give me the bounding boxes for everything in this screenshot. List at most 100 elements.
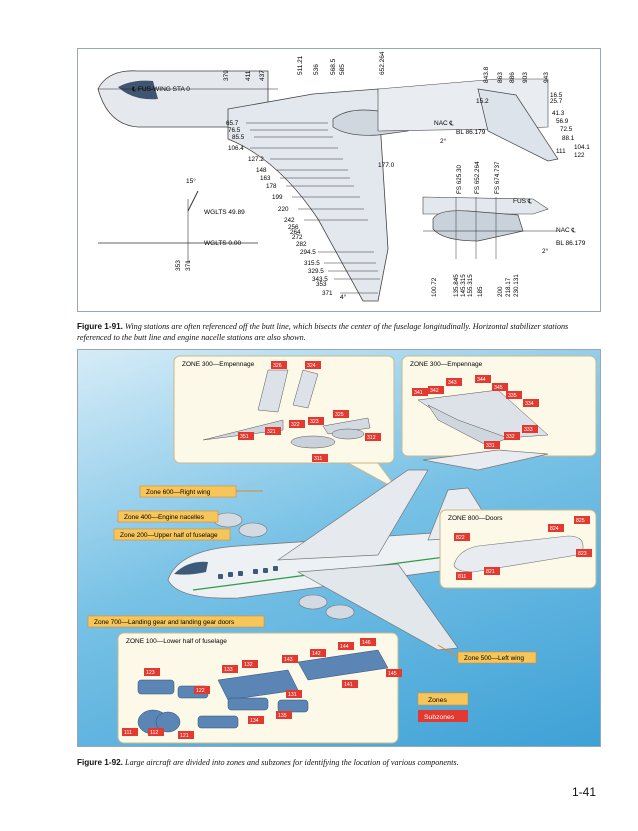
zone300-empennage-b-label: ZONE 300—Empennage <box>410 361 483 368</box>
station-label: 163 <box>260 175 271 182</box>
stab-label: 122 <box>574 152 585 159</box>
subzone-tag: 322 <box>291 422 300 428</box>
station-label: 282 <box>296 241 307 248</box>
station-label: 903 <box>522 72 529 83</box>
station-label: 437 <box>259 70 266 81</box>
subzone-tag: 332 <box>506 434 515 440</box>
subzone-tag: 823 <box>578 551 587 557</box>
two-degree-label-2: 2° <box>542 247 549 255</box>
station-label: 536 <box>313 64 320 75</box>
engine-nacelle <box>238 522 268 538</box>
subzone-tag: 824 <box>550 526 559 532</box>
station-label: 76.5 <box>228 127 241 134</box>
figure1-caption-label: Figure 1-91. <box>77 322 123 331</box>
station-label: 178 <box>266 183 277 190</box>
subzone-tag: 335 <box>508 393 517 399</box>
legend-zones-swatch <box>417 692 469 706</box>
zone500-label: Zone 500—Left wing <box>464 655 524 662</box>
stab-label: 56.9 <box>556 118 569 125</box>
station-label: 329.5 <box>308 268 324 275</box>
nac2-label: NAC ℄ <box>556 227 577 234</box>
station-lines <box>246 122 380 294</box>
fs-label: FS 652.264 <box>474 161 481 194</box>
subzone-tag: 135 <box>278 713 287 719</box>
subzone-tags-doors: 825 824 822 823 821 811 <box>454 516 592 580</box>
subzone-tag: 351 <box>240 434 249 440</box>
stab-part <box>322 417 371 435</box>
callout-pointer <box>347 462 399 491</box>
stab-label: 111 <box>556 148 566 155</box>
fs-value: 230.131 <box>513 274 520 297</box>
station-label: 863 <box>497 72 504 83</box>
wing-station-diagram: 379 411 437 511.21 536 568.5 585 652.264… <box>77 48 601 312</box>
stab-left-value: 15.2 <box>476 98 489 105</box>
fs-value: 145.315 <box>460 274 467 297</box>
subzone-tag: 344 <box>477 377 486 383</box>
zone500-leader <box>437 644 459 658</box>
subzone-tag: 144 <box>340 644 349 650</box>
subzone-tag: 133 <box>224 667 233 673</box>
horizontal-stabilizer <box>477 88 559 162</box>
stab-label: 88.1 <box>562 135 575 142</box>
subzone-tag: 343 <box>448 380 457 386</box>
zone300-empennage-a-label: ZONE 300—Empennage <box>182 361 255 368</box>
station-label: 943 <box>543 72 550 83</box>
subzone-tag: 825 <box>576 518 585 524</box>
wglts-top-label: WGLTS 49.89 <box>204 209 245 216</box>
fus-wing-sta-label: ℄ FUS-WING STA 0 <box>131 86 190 93</box>
fs-value: 135.845 <box>453 274 460 297</box>
window-row <box>218 566 278 579</box>
subzone-tag: 821 <box>486 569 495 575</box>
stab-label: 104.1 <box>574 144 590 151</box>
nac-label: NAC ℄ <box>434 120 455 127</box>
zone400-label: Zone 400—Engine nacelles <box>124 514 205 521</box>
subzone-tag: 822 <box>456 535 465 541</box>
fs-value: 155.315 <box>467 274 474 297</box>
legend-subzones-label: Subzones <box>424 714 455 721</box>
station-label: 294.5 <box>300 249 316 256</box>
cockpit <box>174 561 208 575</box>
subzone-tag: 112 <box>150 730 158 736</box>
doors-fuselage <box>453 535 584 573</box>
page-number: 1-41 <box>572 785 597 799</box>
subzone-tag: 811 <box>458 574 466 580</box>
bl-label: BL 86.179 <box>456 129 486 136</box>
station-label: 199 <box>272 194 283 201</box>
wing-station-svg: 379 411 437 511.21 536 568.5 585 652.264… <box>97 51 590 302</box>
subzone-tag: 341 <box>414 390 423 396</box>
zones-svg: ZONE 300—Empennage ZONE 300—Empennage Zo… <box>87 355 597 744</box>
subzone-tag: 132 <box>244 662 253 668</box>
subzone-tag: 321 <box>267 429 276 435</box>
fus-label: FUS ℄ <box>513 198 533 205</box>
aircraft-zones-diagram: ZONE 300—Empennage ZONE 300—Empennage Zo… <box>77 349 601 747</box>
station-label: 106.4 <box>228 145 244 152</box>
station-label: 272 <box>292 234 303 241</box>
subzone-tag: 131 <box>288 692 297 698</box>
subzone-tag: 141 <box>344 682 353 688</box>
right-wing <box>276 469 429 561</box>
engine-nacelle <box>325 604 355 620</box>
subzone-tag: 134 <box>250 718 259 724</box>
station-label: 242 <box>284 217 295 224</box>
zone200-label: Zone 200—Upper half of fuselage <box>120 532 218 539</box>
fin-part <box>257 369 289 413</box>
fs-value: 100.72 <box>431 277 438 297</box>
station-label: 568.5 <box>330 58 337 75</box>
center-value: 177.0 <box>378 162 395 169</box>
zone500-box <box>457 651 537 664</box>
subzone-tag: 326 <box>273 363 282 369</box>
station-label: 343.5 <box>312 276 328 283</box>
four-degree-label: 4° <box>340 293 347 301</box>
stab-label: 72.5 <box>560 126 573 133</box>
tailcone-part <box>290 435 336 449</box>
station-label: 85.5 <box>232 134 245 141</box>
zone200-box <box>113 528 231 541</box>
fs-value: 185 <box>477 286 484 297</box>
left-bottom-value: 371 <box>185 260 192 271</box>
subzone-tag: 334 <box>525 401 534 407</box>
subzone-tag: 325 <box>335 412 344 418</box>
zone600-label: Zone 600—Right wing <box>146 489 211 496</box>
subzone-tag: 143 <box>284 657 293 663</box>
station-label: 411 <box>245 70 252 81</box>
station-label: 886 <box>509 72 516 83</box>
